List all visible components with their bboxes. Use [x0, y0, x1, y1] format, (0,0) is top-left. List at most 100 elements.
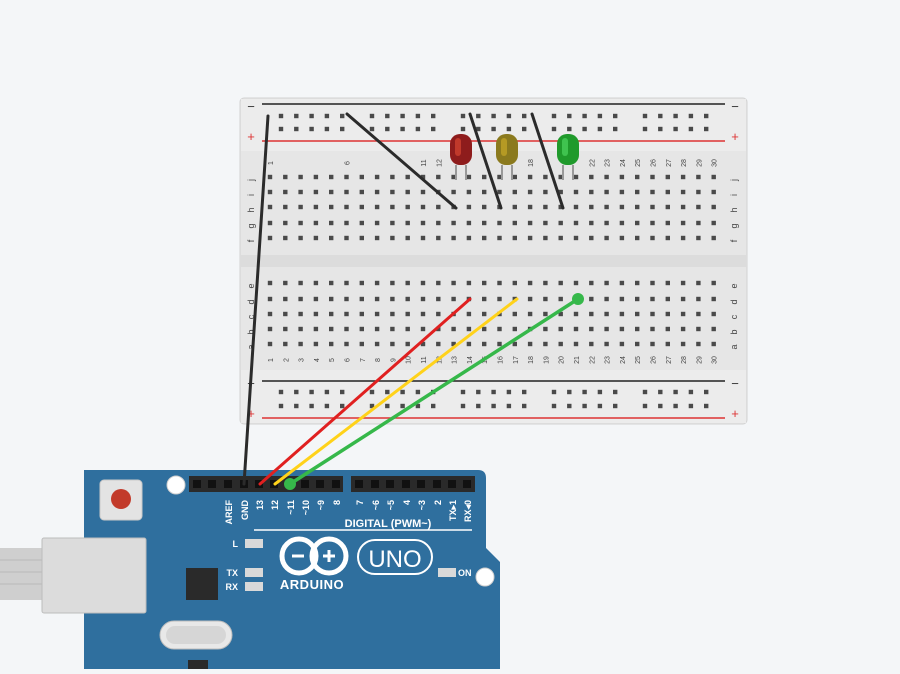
breadboard-hole[interactable]	[650, 204, 655, 210]
rail-hole[interactable]	[567, 126, 572, 132]
breadboard-hole[interactable]	[497, 341, 502, 347]
breadboard-hole[interactable]	[589, 220, 594, 226]
breadboard-hole[interactable]	[680, 326, 686, 332]
breadboard-hole[interactable]	[573, 280, 579, 286]
breadboard-hole[interactable]	[374, 280, 380, 286]
rail-hole[interactable]	[506, 126, 512, 132]
rail-hole[interactable]	[613, 126, 618, 132]
rail-hole[interactable]	[431, 126, 436, 132]
rail-hole[interactable]	[340, 113, 345, 119]
breadboard-hole[interactable]	[436, 341, 441, 347]
breadboard-hole[interactable]	[283, 204, 288, 210]
header-pin-socket[interactable]	[193, 480, 201, 488]
breadboard-hole[interactable]	[283, 311, 288, 317]
rail-hole[interactable]	[613, 389, 618, 395]
breadboard-hole[interactable]	[558, 341, 563, 347]
breadboard-hole[interactable]	[298, 174, 303, 180]
breadboard-hole[interactable]	[512, 235, 517, 241]
breadboard-hole[interactable]	[283, 326, 288, 332]
breadboard-holes[interactable]	[267, 113, 716, 409]
rail-hole[interactable]	[704, 113, 709, 119]
breadboard-hole[interactable]	[696, 341, 701, 347]
rail-hole[interactable]	[369, 113, 375, 119]
breadboard-hole[interactable]	[604, 280, 609, 286]
rail-hole[interactable]	[642, 403, 648, 409]
breadboard-hole[interactable]	[558, 220, 563, 226]
rail-hole[interactable]	[324, 113, 330, 119]
breadboard-hole[interactable]	[374, 296, 380, 302]
rail-hole[interactable]	[704, 126, 709, 132]
breadboard-hole[interactable]	[711, 235, 716, 241]
breadboard[interactable]: − − + + − − + + 161112182223242526272829…	[239, 97, 748, 425]
rail-hole[interactable]	[688, 113, 694, 119]
breadboard-hole[interactable]	[466, 326, 472, 332]
breadboard-hole[interactable]	[267, 235, 273, 241]
breadboard-hole[interactable]	[558, 174, 563, 180]
rail-hole[interactable]	[567, 389, 572, 395]
rail-hole[interactable]	[385, 389, 390, 395]
breadboard-hole[interactable]	[374, 189, 380, 195]
breadboard-hole[interactable]	[436, 296, 441, 302]
breadboard-hole[interactable]	[635, 189, 640, 195]
header-pin-socket[interactable]	[301, 480, 309, 488]
breadboard-hole[interactable]	[680, 204, 686, 210]
breadboard-hole[interactable]	[283, 189, 288, 195]
breadboard-hole[interactable]	[589, 204, 594, 210]
rail-hole[interactable]	[658, 389, 663, 395]
breadboard-hole[interactable]	[436, 311, 441, 317]
rail-hole[interactable]	[400, 113, 405, 119]
breadboard-hole[interactable]	[512, 311, 517, 317]
breadboard-hole[interactable]	[696, 189, 701, 195]
rail-hole[interactable]	[278, 113, 284, 119]
rail-hole[interactable]	[506, 403, 512, 409]
breadboard-hole[interactable]	[665, 326, 670, 332]
rail-hole[interactable]	[658, 126, 663, 132]
breadboard-hole[interactable]	[543, 174, 548, 180]
breadboard-hole[interactable]	[420, 204, 426, 210]
breadboard-hole[interactable]	[558, 326, 563, 332]
breadboard-hole[interactable]	[650, 296, 655, 302]
breadboard-hole[interactable]	[451, 280, 456, 286]
breadboard-hole[interactable]	[298, 296, 303, 302]
breadboard-hole[interactable]	[390, 204, 395, 210]
rail-hole[interactable]	[597, 403, 603, 409]
breadboard-hole[interactable]	[267, 189, 273, 195]
breadboard-hole[interactable]	[329, 220, 334, 226]
breadboard-hole[interactable]	[619, 296, 625, 302]
breadboard-hole[interactable]	[650, 341, 655, 347]
breadboard-hole[interactable]	[573, 189, 579, 195]
rail-hole[interactable]	[340, 389, 345, 395]
breadboard-hole[interactable]	[374, 326, 380, 332]
breadboard-hole[interactable]	[329, 311, 334, 317]
breadboard-hole[interactable]	[313, 204, 319, 210]
jumper-wire-black-1[interactable]	[345, 112, 458, 210]
breadboard-hole[interactable]	[329, 326, 334, 332]
breadboard-hole[interactable]	[512, 280, 517, 286]
breadboard-hole[interactable]	[619, 174, 625, 180]
rail-hole[interactable]	[491, 113, 496, 119]
breadboard-hole[interactable]	[619, 189, 625, 195]
breadboard-hole[interactable]	[436, 280, 441, 286]
breadboard-hole[interactable]	[451, 189, 456, 195]
breadboard-hole[interactable]	[650, 280, 655, 286]
header-pin-socket[interactable]	[355, 480, 363, 488]
green-led[interactable]	[557, 134, 579, 180]
rail-hole[interactable]	[582, 113, 587, 119]
breadboard-hole[interactable]	[512, 189, 517, 195]
green-wire-endpoint-handle[interactable]	[572, 293, 584, 305]
breadboard-hole[interactable]	[711, 326, 716, 332]
rail-hole[interactable]	[522, 389, 527, 395]
breadboard-hole[interactable]	[482, 204, 487, 210]
breadboard-hole[interactable]	[680, 174, 686, 180]
breadboard-hole[interactable]	[650, 220, 655, 226]
breadboard-hole[interactable]	[573, 311, 579, 317]
breadboard-hole[interactable]	[604, 326, 609, 332]
rail-hole[interactable]	[688, 403, 694, 409]
breadboard-hole[interactable]	[497, 220, 502, 226]
breadboard-hole[interactable]	[527, 189, 533, 195]
breadboard-hole[interactable]	[436, 326, 441, 332]
breadboard-hole[interactable]	[405, 204, 410, 210]
breadboard-hole[interactable]	[665, 341, 670, 347]
rail-hole[interactable]	[658, 403, 663, 409]
